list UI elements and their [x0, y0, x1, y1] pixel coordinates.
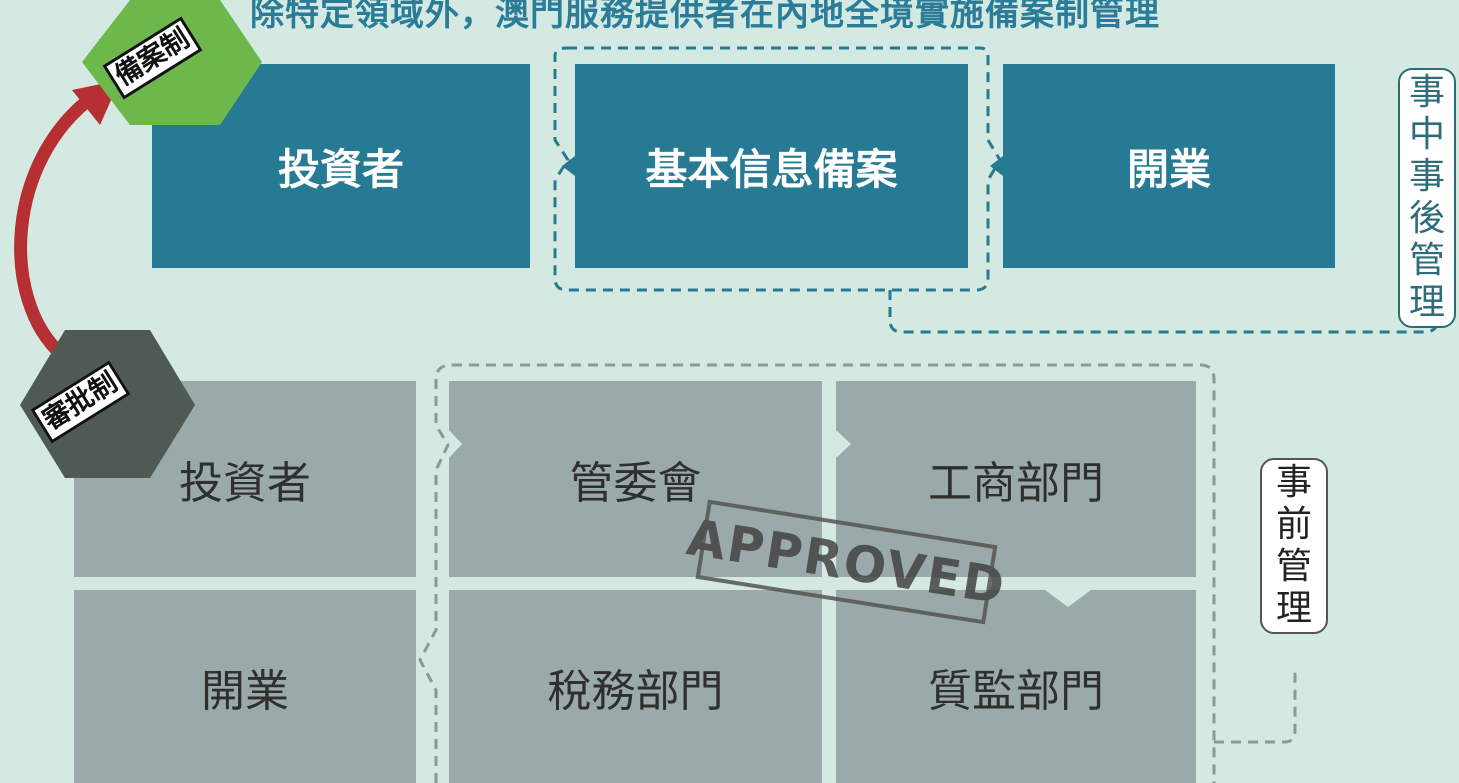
diagram-title: 除特定領域外，澳門服務提供者在內地全境實施備案制管理 — [250, 0, 1160, 34]
approval-arrow-tax-to-open — [400, 640, 416, 676]
approval-cell-open-label: 開業 — [201, 665, 289, 717]
approval-dashed-frame — [418, 363, 1216, 783]
filing-block-open — [990, 64, 1335, 268]
approval-cell-quality-label: 質監部門 — [928, 665, 1104, 717]
filing-dashed-frame — [553, 46, 1002, 292]
approval-cell-tax — [449, 590, 822, 783]
side-note-char: 事 — [1275, 462, 1312, 503]
side-note-char: 後 — [1408, 198, 1445, 239]
side-note-char: 前 — [1275, 504, 1312, 545]
side-note-char: 理 — [1408, 282, 1445, 323]
side-note-char: 事 — [1408, 156, 1445, 197]
approval-cell-quality — [836, 590, 1196, 783]
filing-dashed-connector — [888, 290, 1442, 334]
approval-side-note: 事前管理 — [1260, 458, 1328, 634]
filing-step-open: 開業 — [1126, 144, 1211, 194]
transition-arrow — [14, 88, 102, 362]
filing-block-info — [562, 64, 968, 268]
side-note-char: 中 — [1408, 114, 1445, 155]
approval-cell-tax-label: 稅務部門 — [547, 665, 724, 717]
approval-cell-investor-label: 投資者 — [179, 458, 311, 509]
side-note-char: 事 — [1408, 72, 1445, 113]
side-note-char: 理 — [1275, 588, 1312, 629]
filing-block-investor — [152, 64, 530, 268]
side-note-char: 管 — [1275, 546, 1312, 587]
approval-cell-commerce-label: 工商部門 — [928, 458, 1104, 509]
filing-step-info: 基本信息備案 — [645, 144, 898, 194]
approval-cell-open — [74, 590, 416, 783]
approval-dashed-connector — [1214, 670, 1297, 744]
filing-side-note: 事中事後管理 — [1398, 68, 1456, 328]
filing-step-investor: 投資者 — [277, 144, 404, 194]
approval-cell-committee-label: 管委會 — [569, 458, 702, 509]
approval-cell-committee — [449, 381, 822, 577]
approval-arrow-quality-to-tax — [804, 640, 822, 676]
side-note-char: 管 — [1408, 240, 1445, 281]
approval-cell-commerce — [836, 381, 1196, 577]
